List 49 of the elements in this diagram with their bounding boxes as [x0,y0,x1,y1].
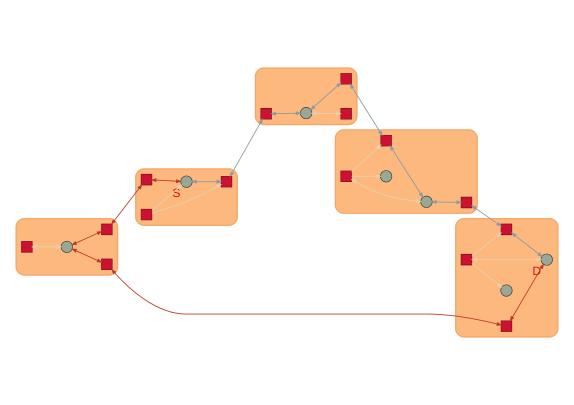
cluster [455,218,559,338]
node-box [500,224,512,236]
node-box [460,254,472,266]
arrow [350,83,383,136]
node-circle [380,170,392,182]
arrow [310,82,342,110]
node-circle [540,254,553,266]
arrow [30,244,62,249]
arrow [151,184,183,211]
node-label: S [172,186,180,200]
arrow [471,262,503,288]
arrow [71,231,103,246]
node-box [460,196,472,208]
arrow [152,184,222,214]
arrow [351,174,382,178]
node-circle [180,176,193,188]
node-box [500,320,512,332]
arrow [230,118,264,178]
arrow [270,111,302,116]
arrow [390,144,424,198]
arrow [351,144,382,172]
node-box [140,174,152,186]
node-box [140,208,152,220]
node-box [21,241,33,253]
node-box [380,134,392,146]
arrow [111,268,502,326]
arrow [430,200,462,204]
arrow [190,180,222,184]
node-box [340,73,352,85]
arrow [150,178,182,184]
node-box [101,258,113,270]
node-circle [300,107,312,120]
arrow [470,258,542,262]
arrow [71,248,103,263]
arrow [350,178,422,203]
node-circle [60,240,73,253]
arrow [110,184,142,225]
node-box [340,170,352,182]
node-circle [420,196,433,208]
arrow [470,205,502,227]
arrow [471,232,502,256]
node-box [101,224,113,236]
arrow [310,111,342,116]
node-box [260,108,272,120]
node-box [220,176,232,188]
node-circle [500,284,512,297]
arrow [510,232,544,258]
node-box [340,108,352,120]
arrow [510,263,544,322]
